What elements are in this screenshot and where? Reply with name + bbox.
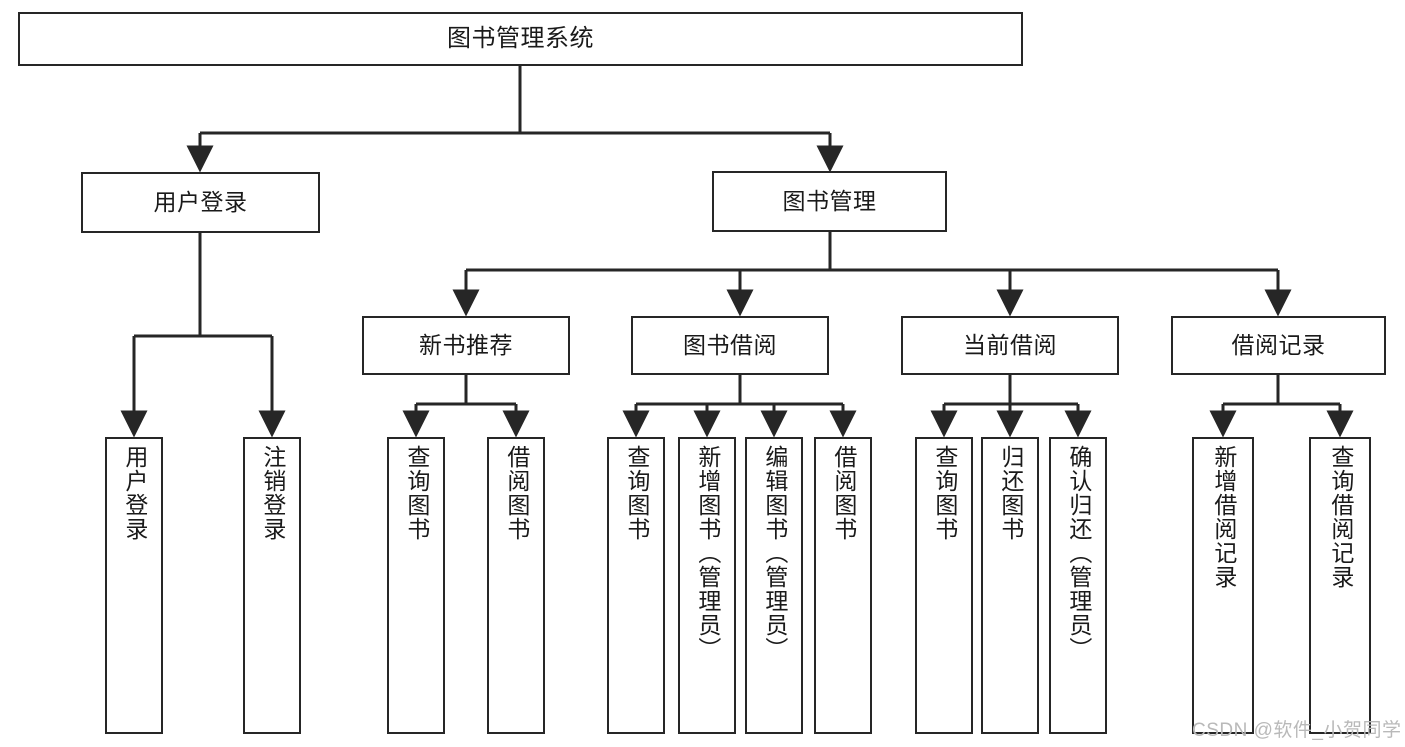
node-label: 查询图书 <box>931 445 958 541</box>
leaf-query-book-current[interactable]: 查询图书 <box>915 437 973 734</box>
node-label: 注销登录 <box>259 445 286 541</box>
leaf-add-borrow-record[interactable]: 新增借阅记录 <box>1192 437 1254 734</box>
leaf-query-book-recommend[interactable]: 查询图书 <box>387 437 445 734</box>
node-label: 查询图书 <box>403 445 430 541</box>
node-new-book-recommend[interactable]: 新书推荐 <box>362 316 570 375</box>
node-root-book-management-system[interactable]: 图书管理系统 <box>18 12 1023 66</box>
leaf-borrow-book-recommend[interactable]: 借阅图书 <box>487 437 545 734</box>
leaf-return-book[interactable]: 归还图书 <box>981 437 1039 734</box>
node-label: 新增图书（管理员） <box>694 445 721 661</box>
node-label: 用户登录 <box>153 189 248 216</box>
node-label: 查询图书 <box>623 445 650 541</box>
leaf-confirm-return-admin[interactable]: 确认归还（管理员） <box>1049 437 1107 734</box>
leaf-query-book-borrow[interactable]: 查询图书 <box>607 437 665 734</box>
node-label: 新书推荐 <box>419 332 513 359</box>
leaf-borrow-book[interactable]: 借阅图书 <box>814 437 872 734</box>
node-user-login[interactable]: 用户登录 <box>81 172 320 233</box>
node-label: 图书借阅 <box>683 332 777 359</box>
leaf-user-login[interactable]: 用户登录 <box>105 437 163 734</box>
leaf-query-borrow-record[interactable]: 查询借阅记录 <box>1309 437 1371 734</box>
node-label: 确认归还（管理员） <box>1065 445 1092 661</box>
node-label: 图书管理 <box>782 188 877 215</box>
node-label: 借阅记录 <box>1231 332 1326 359</box>
node-label: 借阅图书 <box>830 445 857 541</box>
node-label: 归还图书 <box>997 445 1024 541</box>
node-label: 编辑图书（管理员） <box>761 445 788 661</box>
leaf-logout[interactable]: 注销登录 <box>243 437 301 734</box>
leaf-edit-book-admin[interactable]: 编辑图书（管理员） <box>745 437 803 734</box>
node-label: 借阅图书 <box>503 445 530 541</box>
node-label: 用户登录 <box>121 445 148 541</box>
leaf-add-book-admin[interactable]: 新增图书（管理员） <box>678 437 736 734</box>
node-book-borrow[interactable]: 图书借阅 <box>631 316 829 375</box>
node-borrow-record[interactable]: 借阅记录 <box>1171 316 1386 375</box>
csdn-watermark: CSDN @软件_小贺同学 <box>1192 720 1402 741</box>
node-label: 新增借阅记录 <box>1210 445 1237 589</box>
node-book-management[interactable]: 图书管理 <box>712 171 947 232</box>
node-label: 查询借阅记录 <box>1327 445 1354 589</box>
node-current-borrow[interactable]: 当前借阅 <box>901 316 1119 375</box>
node-label: 图书管理系统 <box>447 25 594 53</box>
node-label: 当前借阅 <box>963 332 1057 359</box>
